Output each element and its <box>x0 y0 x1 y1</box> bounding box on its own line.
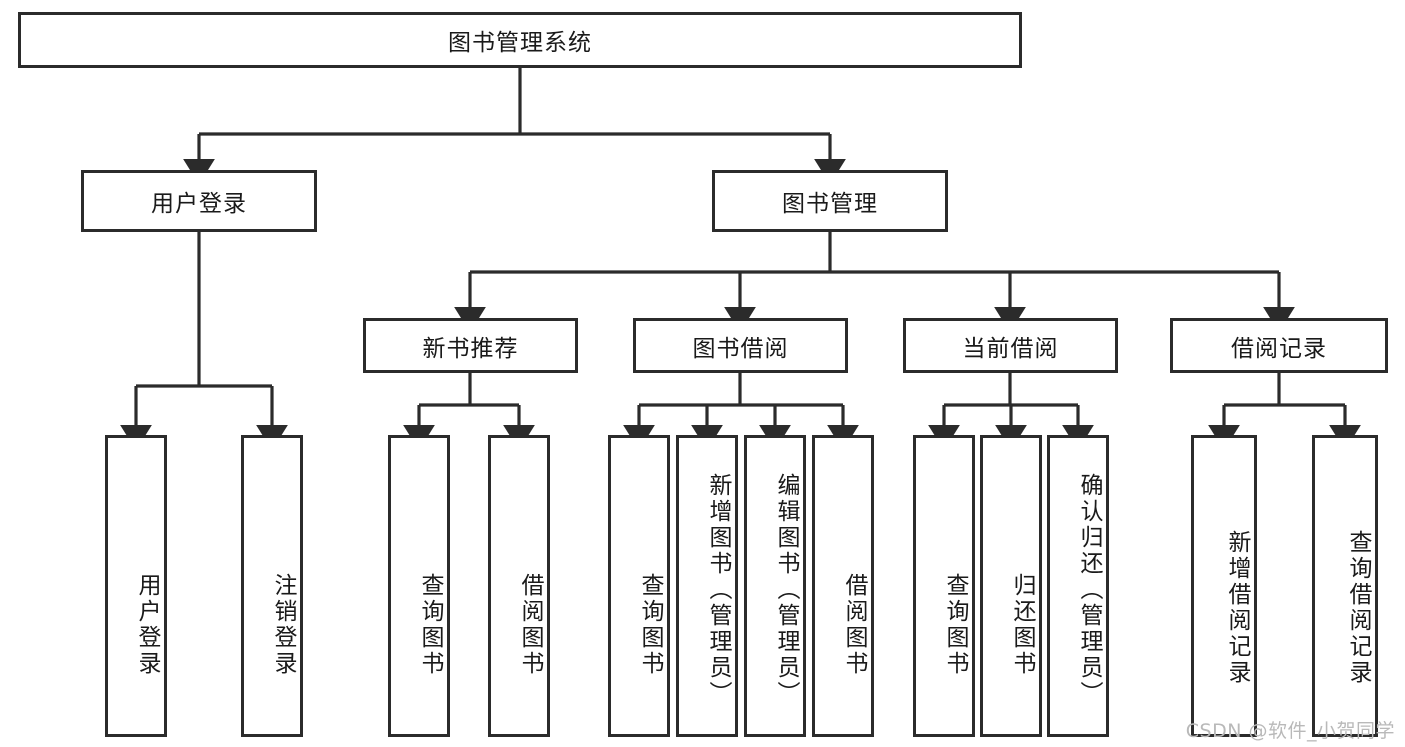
node-book-borrow[interactable]: 图书借阅 <box>633 318 848 373</box>
node-book-borrow-label: 图书借阅 <box>692 335 789 362</box>
node-user-login-label: 用户登录 <box>151 191 247 217</box>
node-user-login[interactable]: 用户登录 <box>81 170 317 232</box>
node-book-manage-label: 图书管理 <box>782 191 878 217</box>
leaf-logout[interactable]: 注销登录 <box>241 435 303 737</box>
leaf-edit-book-label: 编辑图书（管理员） <box>773 473 799 707</box>
node-book-manage[interactable]: 图书管理 <box>712 170 948 232</box>
leaf-confirm-return-label: 确认归还（管理员） <box>1076 473 1102 707</box>
leaf-return-book[interactable]: 归还图书 <box>980 435 1042 737</box>
leaf-user-login[interactable]: 用户登录 <box>105 435 167 737</box>
node-current-borrow-label: 当前借阅 <box>962 335 1059 362</box>
leaf-query-record-label: 查询借阅记录 <box>1345 530 1371 686</box>
node-root-label: 图书管理系统 <box>448 30 592 56</box>
leaf-add-record[interactable]: 新增借阅记录 <box>1191 435 1257 737</box>
leaf-logout-label: 注销登录 <box>270 573 296 677</box>
leaf-add-record-label: 新增借阅记录 <box>1224 530 1250 686</box>
leaf-query-book-2[interactable]: 查询图书 <box>608 435 670 737</box>
leaf-query-book-1-label: 查询图书 <box>417 573 443 677</box>
leaf-query-record[interactable]: 查询借阅记录 <box>1312 435 1378 737</box>
leaf-confirm-return[interactable]: 确认归还（管理员） <box>1047 435 1109 737</box>
leaf-user-login-label: 用户登录 <box>134 573 160 677</box>
leaf-query-book-2-label: 查询图书 <box>637 573 663 677</box>
leaf-borrow-book-2[interactable]: 借阅图书 <box>812 435 874 737</box>
leaf-return-book-label: 归还图书 <box>1009 573 1035 677</box>
watermark: CSDN @软件_小贺同学 <box>1185 720 1395 742</box>
leaf-query-book-1[interactable]: 查询图书 <box>388 435 450 737</box>
leaf-add-book-label: 新增图书（管理员） <box>705 473 731 707</box>
node-current-borrow[interactable]: 当前借阅 <box>903 318 1118 373</box>
node-new-book-rec-label: 新书推荐 <box>422 335 519 362</box>
leaf-borrow-book-2-label: 借阅图书 <box>841 573 867 677</box>
node-borrow-record[interactable]: 借阅记录 <box>1170 318 1388 373</box>
leaf-edit-book[interactable]: 编辑图书（管理员） <box>744 435 806 737</box>
leaf-query-book-3[interactable]: 查询图书 <box>913 435 975 737</box>
node-new-book-rec[interactable]: 新书推荐 <box>363 318 578 373</box>
leaf-borrow-book-1-label: 借阅图书 <box>517 573 543 677</box>
leaf-query-book-3-label: 查询图书 <box>942 573 968 677</box>
leaf-borrow-book-1[interactable]: 借阅图书 <box>488 435 550 737</box>
node-root[interactable]: 图书管理系统 <box>18 12 1022 68</box>
leaf-add-book[interactable]: 新增图书（管理员） <box>676 435 738 737</box>
node-borrow-record-label: 借阅记录 <box>1231 335 1327 362</box>
